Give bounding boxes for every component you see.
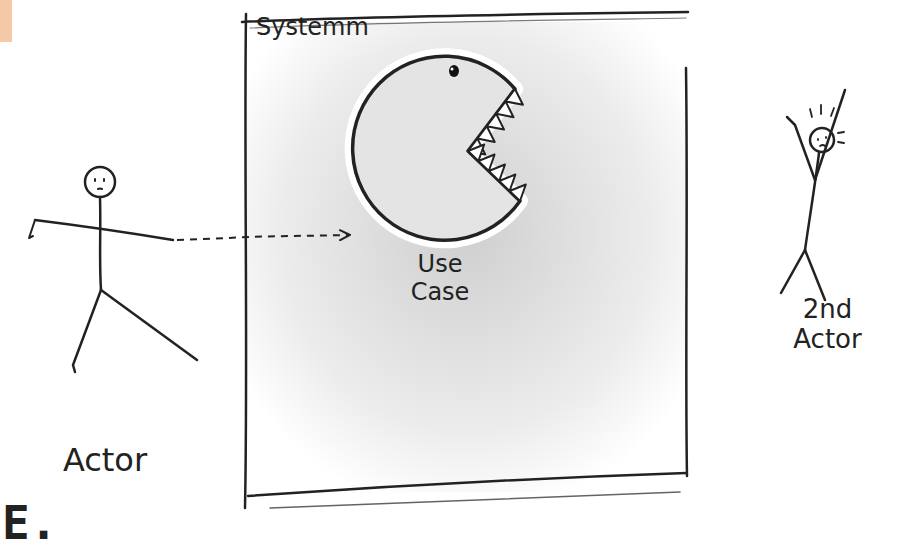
actor-body [805,153,819,250]
actor-left-arm [787,117,815,180]
system-border-right [686,68,687,476]
actor-label: 2nd Actor [765,295,890,355]
eye-highlight [451,68,454,71]
system-border-left [245,14,246,508]
upper-teeth [468,89,523,154]
actor-right-leg [101,290,197,360]
actor-face [818,137,826,146]
system-shading [246,22,686,492]
use-case-body [353,56,520,240]
system-border-bottom [248,473,686,496]
monster-eye [449,65,459,77]
use-case-halo [353,56,520,240]
actor-body [100,197,101,290]
use-case-monster-node: Use Case [350,33,570,343]
actor-arms [35,220,173,240]
actor-right-arm [815,90,845,180]
system-boundary-node: SystemmUse Case [240,8,692,516]
second-actor-figure-node: 2nd Actor [765,95,890,375]
lower-teeth [468,145,526,202]
actor-left-leg [781,250,805,293]
actor-head [85,167,115,197]
system-border-bottom-sketch [270,492,680,508]
use-case-label: Use Case [400,251,480,306]
actor-right-leg [805,250,825,300]
system-name: Systemm [256,14,426,42]
cropped-letter: E. [2,496,57,550]
dashed-association-arrow [177,235,350,240]
actor-label: Actor [25,442,185,479]
actor-left-leg [73,290,101,372]
actor-left-hand [29,220,35,238]
actor-face [95,179,104,189]
cropped-corner-patch [0,0,12,42]
actor-figure-node: Actor [25,160,177,510]
